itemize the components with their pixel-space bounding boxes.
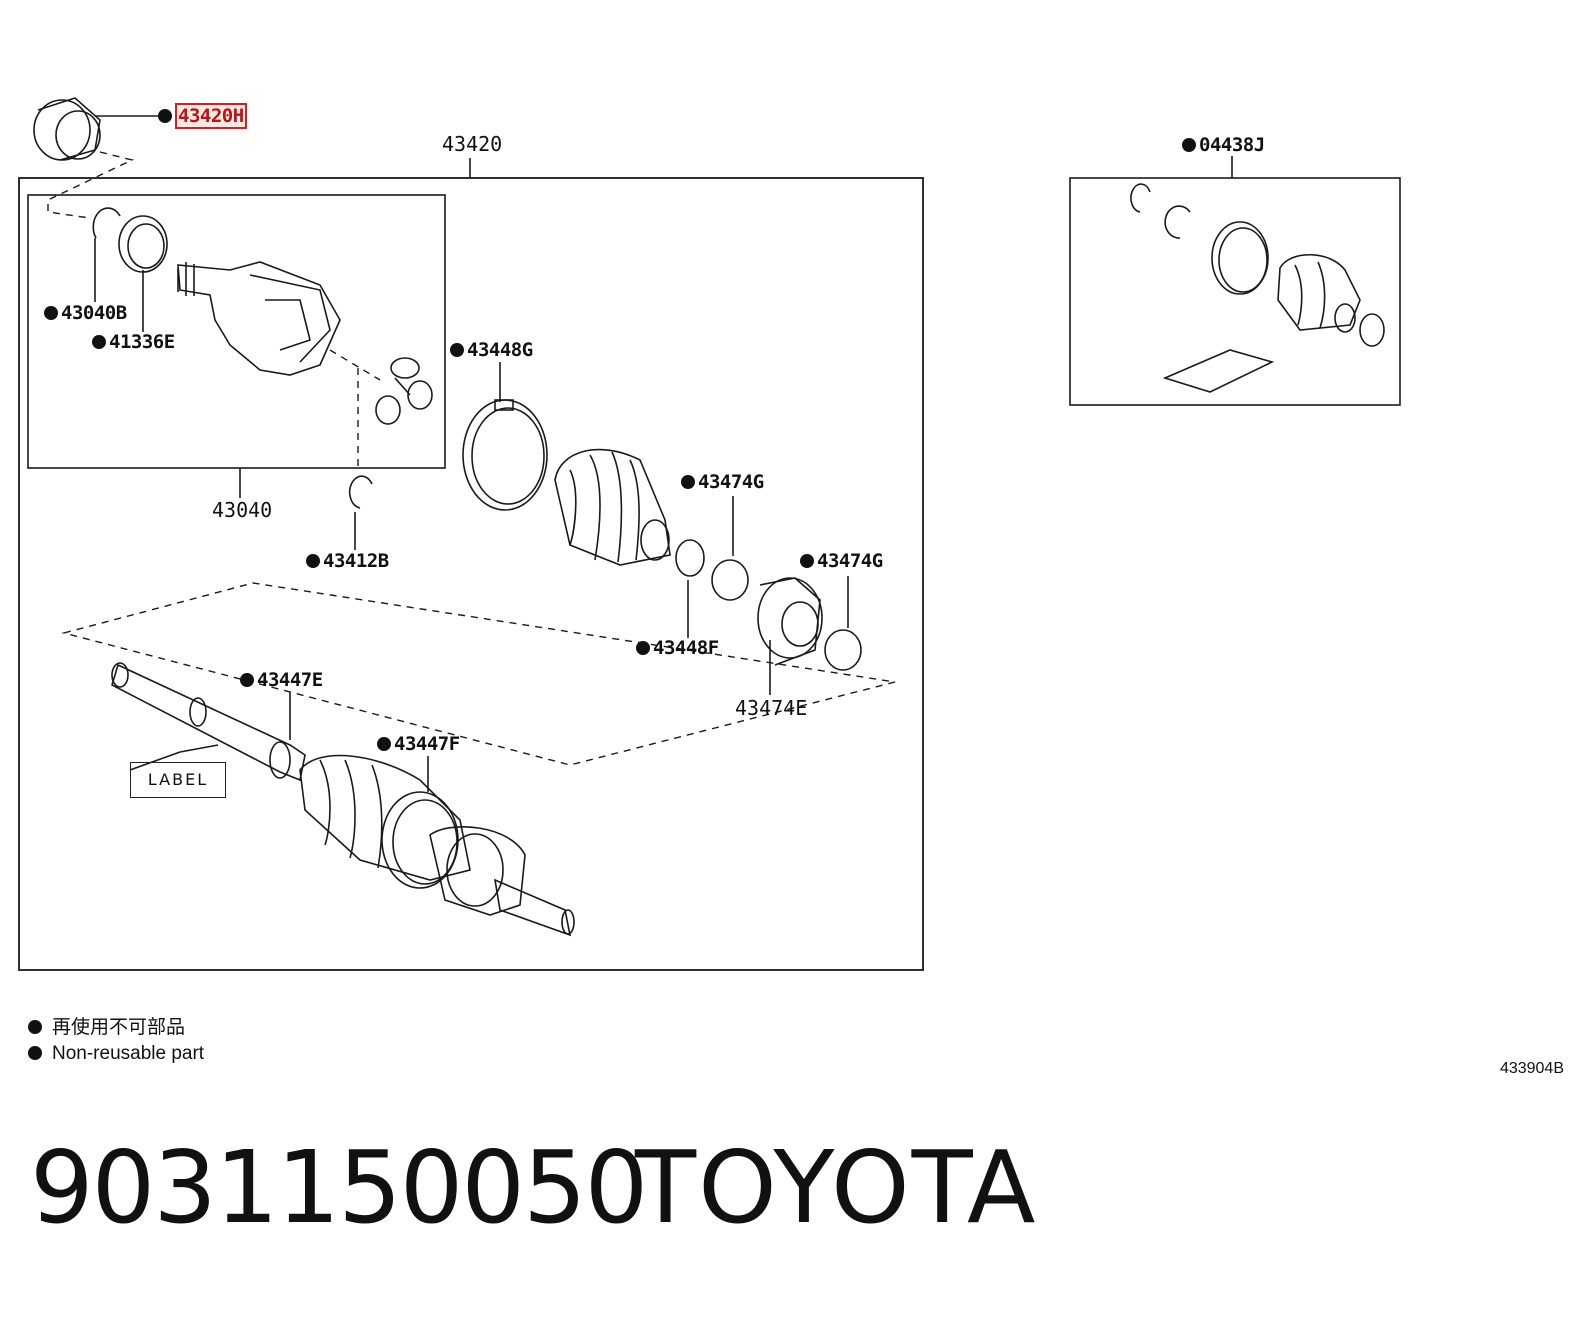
- callout-41336E[interactable]: 41336E: [92, 333, 175, 352]
- callout-43040[interactable]: 43040: [212, 498, 273, 522]
- non-reusable-dot-icon: [450, 343, 464, 357]
- legend-en-text: Non-reusable part: [52, 1043, 205, 1064]
- callout-text-43412B: 43412B: [323, 550, 389, 572]
- legend-jp-text: 再使用不可部品: [52, 1017, 186, 1038]
- callout-43448G[interactable]: 43448G: [450, 341, 533, 360]
- callout-text-43474G-upper: 43474G: [698, 471, 764, 493]
- boot-kit-frame: [1069, 177, 1401, 406]
- callout-text-43447F: 43447F: [394, 733, 460, 755]
- non-reusable-dot-icon: [158, 109, 172, 123]
- non-reusable-dot-icon: [28, 1020, 42, 1034]
- legend-en: Non-reusable part: [28, 1044, 204, 1063]
- label-tag: LABEL: [130, 762, 226, 798]
- callout-text-43040B: 43040B: [61, 302, 127, 324]
- non-reusable-dot-icon: [377, 737, 391, 751]
- non-reusable-dot-icon: [240, 673, 254, 687]
- non-reusable-dot-icon: [681, 475, 695, 489]
- callout-43474G-upper[interactable]: 43474G: [681, 473, 764, 492]
- assembly-frame-43420: [18, 177, 924, 971]
- callout-text-43448F: 43448F: [653, 637, 719, 659]
- diagram-code: 433904B: [1499, 1060, 1564, 1077]
- non-reusable-dot-icon: [44, 306, 58, 320]
- part-number: 9031150050: [30, 1129, 648, 1246]
- callout-43420[interactable]: 43420: [442, 132, 503, 156]
- legend-jp: 再使用不可部品: [28, 1018, 185, 1037]
- callout-43448F[interactable]: 43448F: [636, 639, 719, 658]
- callout-43420H[interactable]: 43420H: [158, 103, 247, 129]
- callout-43474E[interactable]: 43474E: [735, 696, 808, 720]
- callout-43040B[interactable]: 43040B: [44, 304, 127, 323]
- callout-04438J[interactable]: 04438J: [1182, 136, 1265, 155]
- callout-43412B[interactable]: 43412B: [306, 552, 389, 571]
- brand-name: TOYOTA: [635, 1129, 1038, 1246]
- inboard-joint-frame: [27, 194, 446, 469]
- non-reusable-dot-icon: [800, 554, 814, 568]
- callout-text-43448G: 43448G: [467, 339, 533, 361]
- callout-text-41336E: 41336E: [109, 331, 175, 353]
- non-reusable-dot-icon: [28, 1046, 42, 1060]
- callout-text-43447E: 43447E: [257, 669, 323, 691]
- callout-text-43474G-lower: 43474G: [817, 550, 883, 572]
- callout-43474G-lower[interactable]: 43474G: [800, 552, 883, 571]
- non-reusable-dot-icon: [1182, 138, 1196, 152]
- callout-text-43420H: 43420H: [175, 103, 247, 129]
- non-reusable-dot-icon: [306, 554, 320, 568]
- callout-43447F[interactable]: 43447F: [377, 735, 460, 754]
- non-reusable-dot-icon: [636, 641, 650, 655]
- callout-43447E[interactable]: 43447E: [240, 671, 323, 690]
- non-reusable-dot-icon: [92, 335, 106, 349]
- callout-text-04438J: 04438J: [1199, 134, 1265, 156]
